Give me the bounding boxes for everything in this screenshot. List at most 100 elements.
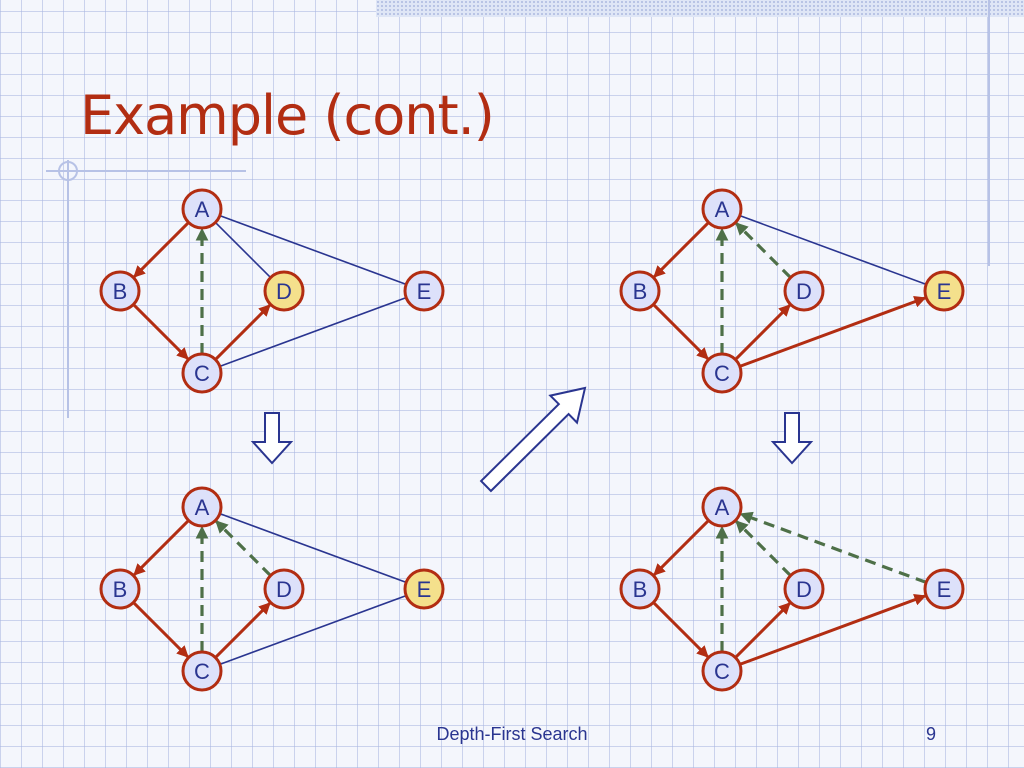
vertex-A: A xyxy=(181,188,223,230)
discovery-edge-B-C xyxy=(132,601,189,658)
right-rule-decoration xyxy=(988,0,990,266)
vertex-label: D xyxy=(796,279,812,304)
vertex-B: B xyxy=(99,270,141,312)
transition-arrow-top-left-to-bottom-left xyxy=(250,412,294,465)
vertex-label: B xyxy=(113,279,128,304)
vertex-circle xyxy=(701,486,743,528)
title-rule-circle-decoration xyxy=(58,161,78,181)
vertex-A: A xyxy=(701,188,743,230)
graphs-layer: A B C D E A B C D E A B C D E A B C D E xyxy=(99,188,965,692)
vertex-label: C xyxy=(194,659,210,684)
vertex-C: C xyxy=(181,352,223,394)
title-rule-decoration xyxy=(46,170,246,172)
discovery-edge-A-B xyxy=(653,221,710,278)
vertex-circle xyxy=(99,270,141,312)
vertex-circle xyxy=(619,270,661,312)
vertex-circle xyxy=(923,568,965,610)
vertex-C: C xyxy=(701,352,743,394)
vertex-label: D xyxy=(276,279,292,304)
vertex-label: A xyxy=(195,197,210,222)
vertex-label: A xyxy=(195,495,210,520)
back-edge-D-A xyxy=(214,519,272,577)
discovery-edge-A-B xyxy=(133,519,190,576)
vertex-B: B xyxy=(619,270,661,312)
transition-arrow-bottom-left-to-top-right xyxy=(479,386,587,493)
discovery-edge-C-D xyxy=(734,602,791,659)
vertex-circle xyxy=(619,568,661,610)
discovery-edge-B-C xyxy=(652,303,709,360)
discovery-edge-C-D xyxy=(214,304,271,361)
vertex-C: C xyxy=(701,650,743,692)
vertex-label: E xyxy=(417,279,432,304)
vertex-label: C xyxy=(714,659,730,684)
vertex-C: C xyxy=(181,650,223,692)
vertex-D: D xyxy=(263,568,305,610)
vertex-E: E xyxy=(923,270,965,312)
left-rule-decoration xyxy=(67,160,69,418)
vertex-circle xyxy=(263,568,305,610)
unexplored-edge-A-E xyxy=(739,214,927,286)
graph-bottom-left: A B C D E xyxy=(99,486,445,692)
vertex-A: A xyxy=(701,486,743,528)
vertex-label: B xyxy=(113,577,128,602)
discovery-edge-B-C xyxy=(652,601,709,658)
vertex-circle xyxy=(403,270,445,312)
vertex-label: B xyxy=(633,279,648,304)
vertex-E: E xyxy=(403,568,445,610)
vertex-label: E xyxy=(937,279,952,304)
vertex-B: B xyxy=(99,568,141,610)
footer-text: Depth-First Search xyxy=(436,724,588,744)
discovery-edge-C-D xyxy=(214,602,271,659)
discovery-edge-C-D xyxy=(734,304,791,361)
vertex-D: D xyxy=(783,270,825,312)
transition-arrow-top-right-to-bottom-right xyxy=(770,412,814,465)
unexplored-edge-A-E xyxy=(219,512,407,584)
vertex-circle xyxy=(783,568,825,610)
vertex-circle xyxy=(701,188,743,230)
vertex-circle xyxy=(783,270,825,312)
vertex-circle xyxy=(263,270,305,312)
vertex-B: B xyxy=(619,568,661,610)
discovery-edge-C-E xyxy=(739,594,927,666)
discovery-edge-C-E xyxy=(739,296,927,368)
vertex-label: D xyxy=(276,577,292,602)
vertex-circle xyxy=(181,188,223,230)
unexplored-edge-A-E xyxy=(219,214,407,286)
vertex-circle xyxy=(701,650,743,692)
unexplored-edge-C-E xyxy=(219,296,407,368)
transition-arrows xyxy=(250,386,814,493)
vertex-A: A xyxy=(181,486,223,528)
vertex-label: D xyxy=(796,577,812,602)
vertex-label: C xyxy=(194,361,210,386)
vertex-circle xyxy=(181,352,223,394)
discovery-edge-B-C xyxy=(132,303,189,360)
vertex-label: B xyxy=(633,577,648,602)
vertex-E: E xyxy=(403,270,445,312)
vertex-label: C xyxy=(714,361,730,386)
graph-bottom-right: A B C D E xyxy=(619,486,965,692)
vertex-label: E xyxy=(417,577,432,602)
graph-top-left: A B C D E xyxy=(99,188,445,394)
vertex-label: A xyxy=(715,197,730,222)
back-edge-D-A xyxy=(734,519,792,577)
header-band-decoration xyxy=(376,0,1024,17)
vertex-circle xyxy=(403,568,445,610)
vertex-label: E xyxy=(937,577,952,602)
vertex-circle xyxy=(99,568,141,610)
vertex-circle xyxy=(181,486,223,528)
vertex-circle xyxy=(701,352,743,394)
discovery-edge-A-B xyxy=(133,221,190,278)
page-number: 9 xyxy=(925,724,936,744)
unexplored-edge-A-D xyxy=(214,221,272,279)
vertex-E: E xyxy=(923,568,965,610)
slide-title: Example (cont.) xyxy=(80,84,495,147)
unexplored-edge-C-E xyxy=(219,594,407,666)
graph-top-right: A B C D E xyxy=(619,188,965,394)
back-edge-D-A xyxy=(734,221,792,279)
vertex-label: A xyxy=(715,495,730,520)
discovery-edge-A-B xyxy=(653,519,710,576)
back-edge-E-A xyxy=(739,511,927,584)
vertex-circle xyxy=(923,270,965,312)
vertex-circle xyxy=(181,650,223,692)
